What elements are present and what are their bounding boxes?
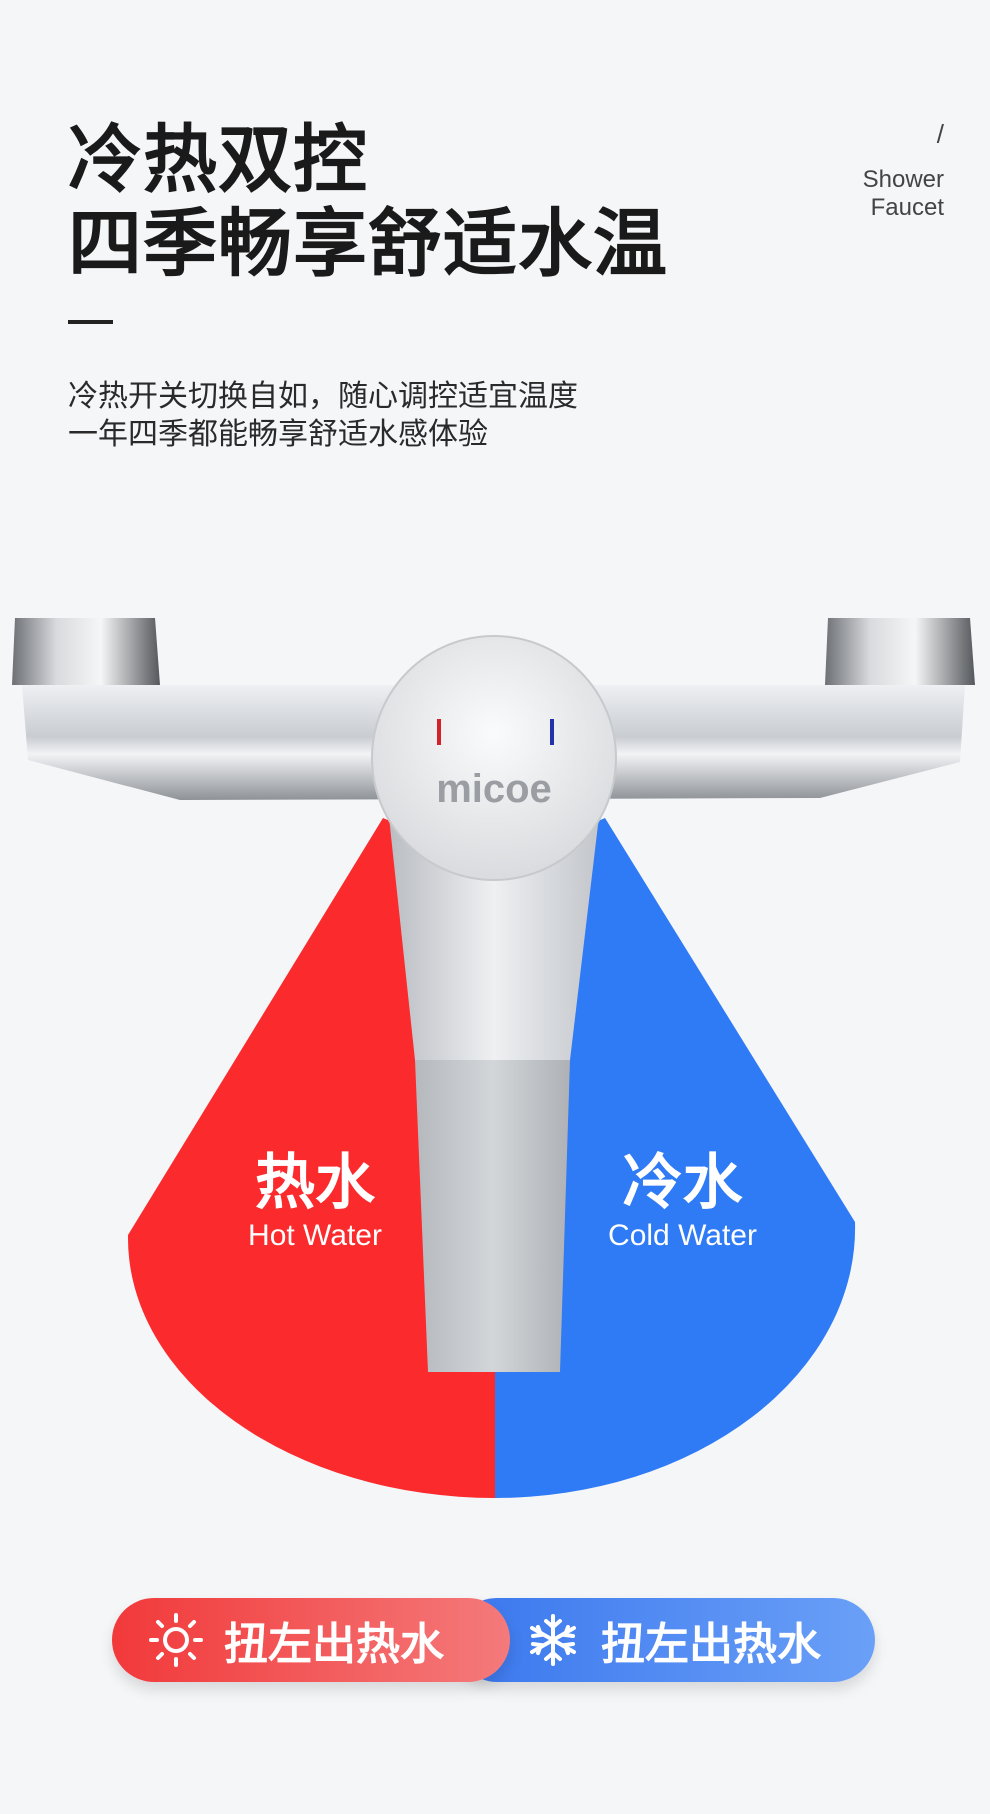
hot-instruction-pill: 扭左出热水 xyxy=(112,1598,510,1682)
hot-water-zone xyxy=(127,818,495,1498)
divider xyxy=(68,320,110,324)
cold-instruction-pill: 扭左出热水 xyxy=(455,1598,875,1682)
divider-dot xyxy=(105,320,113,324)
description-line-1: 冷热开关切换自如，随心调控适宜温度 xyxy=(68,379,578,414)
description: 冷热开关切换自如，随心调控适宜温度 一年四季都能畅享舒适水感体验 xyxy=(68,378,578,454)
left-connector xyxy=(12,618,160,685)
category-line-1: Shower xyxy=(862,166,944,193)
hot-water-en: Hot Water xyxy=(248,1219,382,1252)
category-label: / Shower Faucet xyxy=(863,120,944,222)
description-line-2: 一年四季都能畅享舒适水感体验 xyxy=(68,417,488,452)
hot-water-label: 热水 Hot Water xyxy=(210,1148,420,1254)
cold-water-label: 冷水 Cold Water xyxy=(575,1148,790,1254)
cold-water-zh: 冷水 xyxy=(622,1148,743,1218)
cold-indicator xyxy=(550,719,554,745)
hot-instruction-text: 扭左出热水 xyxy=(224,1619,444,1670)
lever-lower xyxy=(415,1060,570,1372)
cold-instruction-text: 扭左出热水 xyxy=(601,1619,821,1670)
sun-icon xyxy=(149,1613,203,1667)
category-slash: / xyxy=(936,119,944,149)
headline-line-1: 冷热双控 xyxy=(68,117,368,203)
category-line-2: Faucet xyxy=(870,194,944,221)
brand-logo: micoe xyxy=(436,767,552,811)
lever-upper xyxy=(388,808,600,1060)
snowflake-icon xyxy=(530,1614,576,1666)
cold-water-en: Cold Water xyxy=(608,1219,757,1252)
cold-water-zone xyxy=(495,818,856,1498)
headline: 冷热双控 四季畅享舒适水温 xyxy=(68,118,668,286)
right-connector xyxy=(825,618,975,685)
control-cap xyxy=(371,635,617,881)
headline-line-2: 四季畅享舒适水温 xyxy=(68,201,668,287)
hot-indicator xyxy=(437,719,441,745)
hot-water-zh: 热水 xyxy=(255,1148,375,1218)
